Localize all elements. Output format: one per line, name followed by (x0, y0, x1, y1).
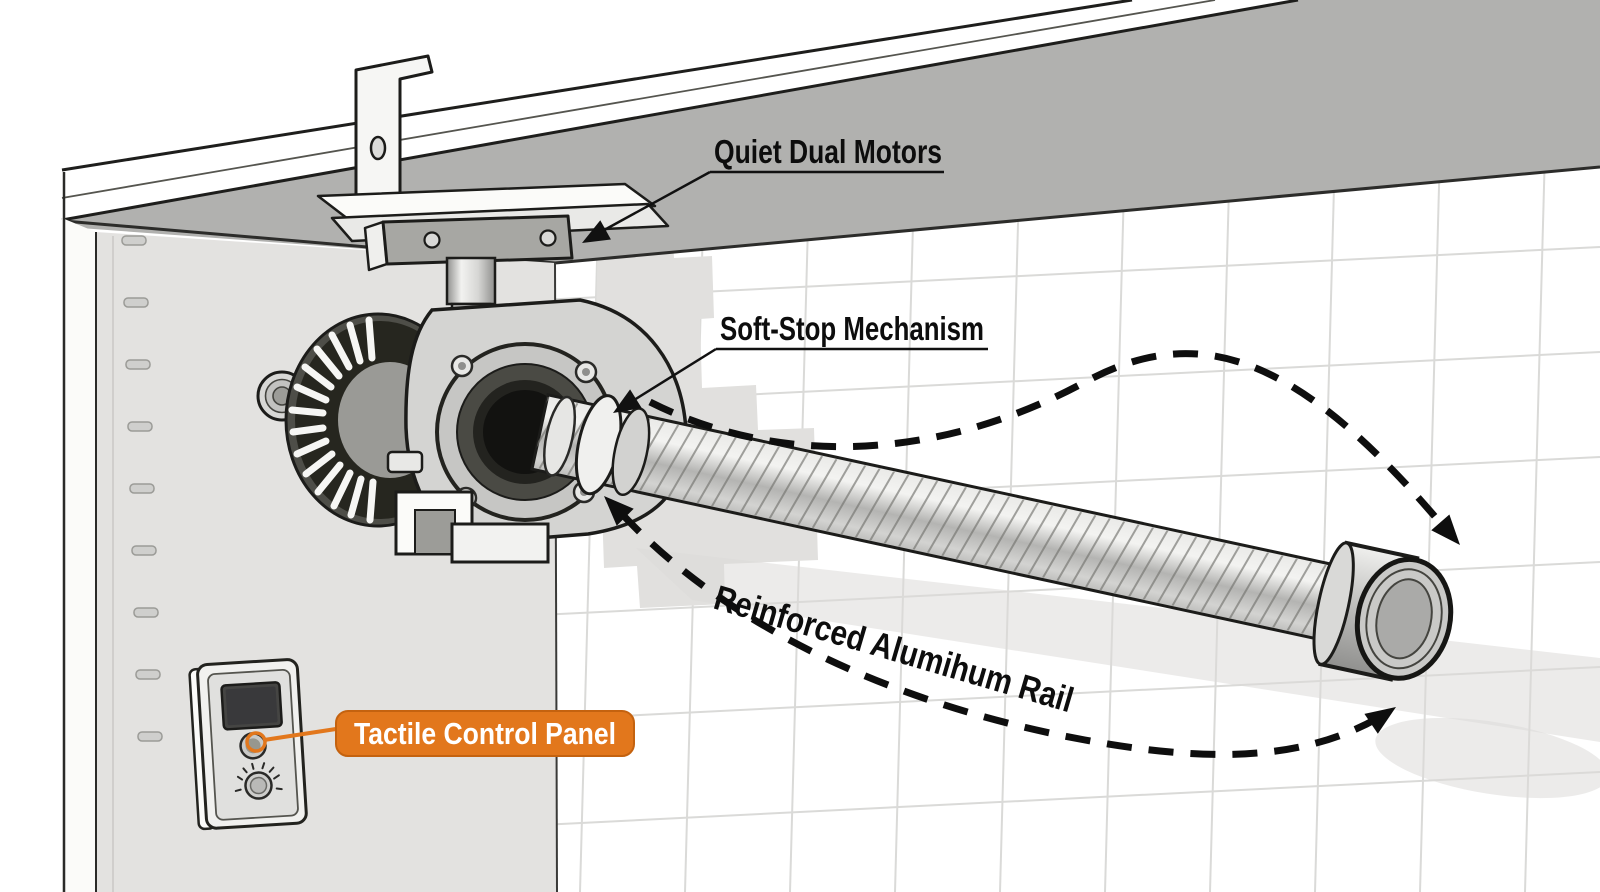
endcap-wall-shadow (1375, 717, 1600, 799)
side-wall-trim (62, 218, 96, 892)
tactile-callout-ring (245, 731, 267, 753)
wall-control-panel (188, 658, 308, 831)
arrowhead (1364, 707, 1396, 734)
tactile-callout-leader (263, 727, 337, 742)
arrowhead (613, 389, 642, 413)
block-bolt (539, 229, 557, 247)
soft-stop-collar-ring (611, 407, 651, 497)
ceiling-beam-seam (61, 0, 1216, 199)
knob-tick-marks (234, 762, 283, 792)
dashed-arrow-lower (619, 511, 1380, 758)
motor-mount-block (363, 214, 574, 272)
arrowhead (1431, 514, 1460, 545)
dashed-arrow-upper (648, 350, 1451, 535)
panel-knob-cap (249, 776, 268, 795)
quiet-dual-motors-leader (585, 170, 711, 242)
rail-wall-shadow (636, 548, 1600, 742)
arrowhead (604, 496, 634, 526)
housing-lug (386, 450, 424, 474)
ceiling-beam-bottom-edge (61, 0, 1299, 222)
arrowhead (582, 220, 611, 243)
threaded-rail (530, 393, 1454, 682)
ceiling-beam-top-edge (61, 0, 1133, 172)
label-soft-stop-mechanism: Soft-Stop Mechanism (720, 310, 984, 347)
vent-slots (121, 235, 163, 742)
grid-lines (553, 167, 1600, 892)
gearbox-feet (394, 490, 550, 564)
panel-screen-inner (225, 686, 278, 726)
rail-hub-ring (543, 395, 577, 477)
fin-slats (288, 316, 377, 524)
label-quiet-dual-motors: Quiet Dual Motors (714, 133, 942, 170)
rail-thread-texture (532, 396, 1342, 639)
rail-end-cap (1312, 540, 1454, 682)
bracket-screw-hole (369, 135, 387, 161)
block-bolt (423, 231, 441, 249)
label-tactile-control-panel: Tactile Control Panel (354, 716, 616, 751)
callout-tactile-control-panel (335, 710, 635, 757)
